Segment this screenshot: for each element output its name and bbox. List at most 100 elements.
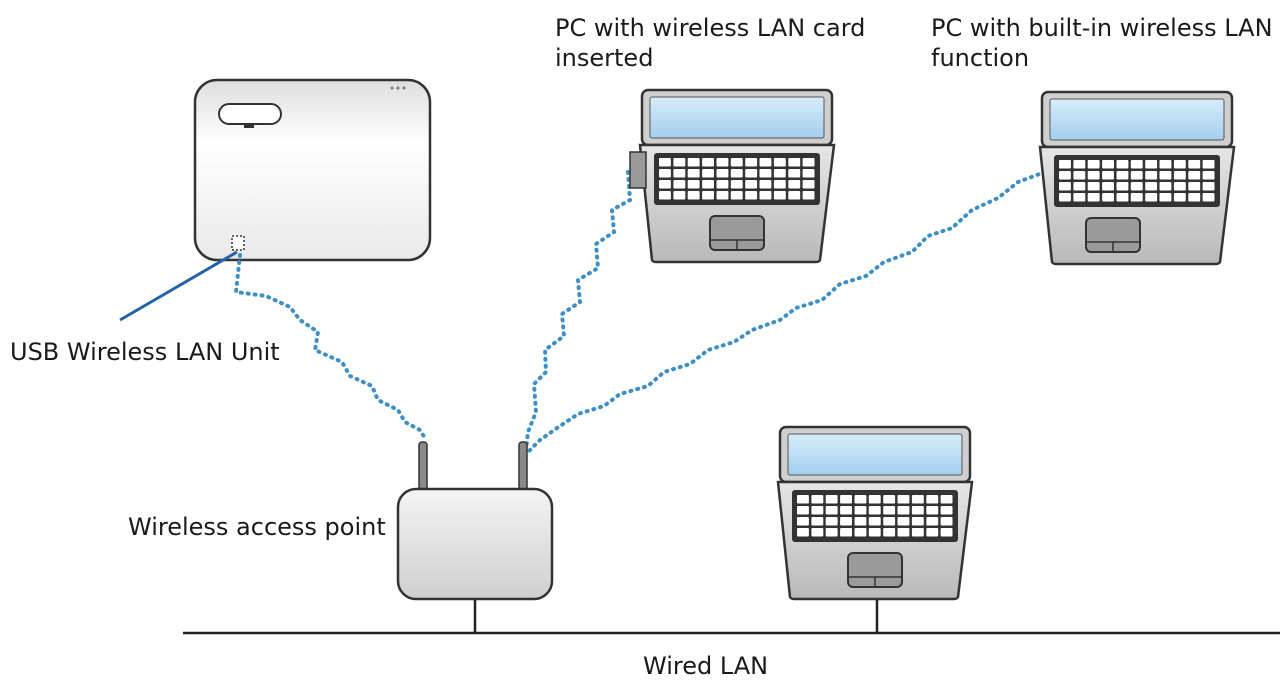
key	[1087, 182, 1100, 191]
key	[825, 528, 838, 537]
key	[911, 506, 924, 515]
key	[730, 191, 743, 200]
key	[1145, 182, 1158, 191]
key	[868, 495, 881, 504]
key	[911, 528, 924, 537]
key	[1102, 160, 1114, 169]
key	[773, 158, 786, 167]
key	[1073, 160, 1086, 169]
key	[1059, 193, 1071, 202]
key	[926, 495, 939, 504]
key	[687, 169, 700, 178]
key	[716, 191, 729, 200]
key	[802, 191, 815, 200]
key	[773, 169, 786, 178]
key	[940, 528, 953, 537]
label-line: inserted	[555, 44, 654, 72]
key	[1116, 171, 1129, 180]
key	[1073, 182, 1086, 191]
key	[673, 191, 686, 200]
key	[1130, 160, 1143, 169]
key	[1145, 160, 1158, 169]
key	[702, 191, 714, 200]
key	[854, 517, 867, 526]
key	[673, 180, 686, 189]
key	[883, 495, 896, 504]
key	[897, 528, 910, 537]
label-usb-wireless-lan-unit: USB Wireless LAN Unit	[10, 338, 280, 366]
key	[1130, 182, 1143, 191]
label-line: PC with built-in wireless LAN	[931, 14, 1273, 42]
key	[673, 169, 686, 178]
key	[926, 506, 939, 515]
key	[840, 517, 852, 526]
key	[811, 506, 824, 515]
key	[745, 158, 758, 167]
key	[1102, 171, 1114, 180]
key	[1173, 182, 1186, 191]
key	[1059, 182, 1071, 191]
key	[926, 528, 939, 537]
key	[659, 169, 671, 178]
key	[1116, 182, 1129, 191]
laptop-pc-card	[638, 88, 836, 264]
key	[1145, 171, 1158, 180]
key	[759, 158, 772, 167]
key	[730, 158, 743, 167]
key	[868, 517, 881, 526]
key	[1173, 160, 1186, 169]
key	[1145, 193, 1158, 202]
key	[1059, 160, 1071, 169]
key	[1116, 160, 1129, 169]
label-line: PC with wireless LAN card	[555, 14, 866, 42]
key	[1073, 171, 1086, 180]
key	[745, 191, 758, 200]
key	[1159, 193, 1172, 202]
key	[1102, 182, 1114, 191]
key	[1130, 193, 1143, 202]
key	[687, 191, 700, 200]
key	[825, 506, 838, 515]
usb-port	[231, 235, 245, 251]
label-pc-with-built-in-wireless-lan: PC with built-in wireless LAN function	[931, 13, 1273, 73]
key	[759, 180, 772, 189]
key	[797, 517, 809, 526]
key	[883, 506, 896, 515]
key	[797, 528, 809, 537]
key	[659, 158, 671, 167]
key	[868, 506, 881, 515]
key	[1087, 171, 1100, 180]
laptop-wired	[776, 425, 974, 601]
key	[745, 169, 758, 178]
label-line: function	[931, 44, 1030, 72]
wireless-access-point	[396, 441, 554, 601]
keyboard-keys	[659, 158, 815, 200]
key	[788, 169, 801, 178]
key	[854, 495, 867, 504]
key	[1087, 160, 1100, 169]
key	[788, 158, 801, 167]
key	[911, 517, 924, 526]
key	[840, 528, 852, 537]
key	[1059, 171, 1071, 180]
key	[840, 495, 852, 504]
key	[730, 180, 743, 189]
key	[883, 517, 896, 526]
key	[883, 528, 896, 537]
key	[1173, 171, 1186, 180]
key	[788, 180, 801, 189]
key	[1116, 193, 1129, 202]
label-wireless-access-point: Wireless access point	[128, 513, 386, 541]
key	[802, 158, 815, 167]
key	[911, 495, 924, 504]
projector	[193, 78, 432, 262]
key	[673, 158, 686, 167]
key	[687, 180, 700, 189]
key	[854, 506, 867, 515]
key	[1159, 171, 1172, 180]
key	[1173, 193, 1186, 202]
key	[802, 169, 815, 178]
wireless-link-pc-builtin	[526, 170, 1047, 454]
key	[897, 506, 910, 515]
key	[825, 517, 838, 526]
